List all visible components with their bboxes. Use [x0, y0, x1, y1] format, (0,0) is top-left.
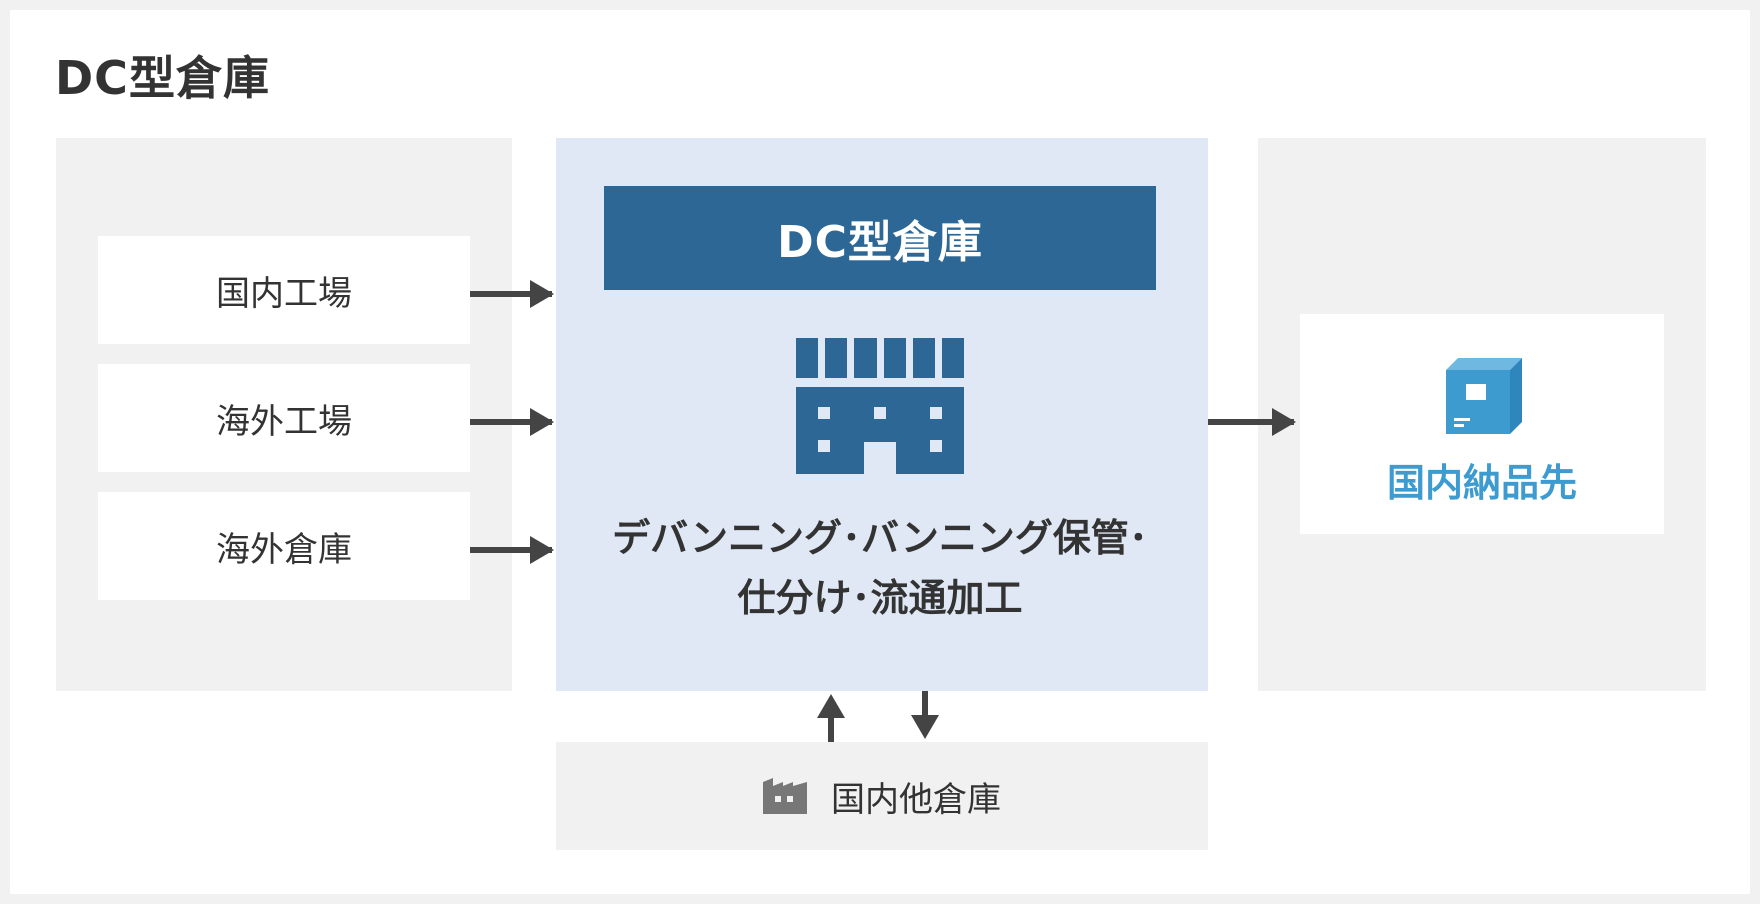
dc-warehouse-header: DC型倉庫 [604, 186, 1156, 290]
source-overseas-warehouse: 海外倉庫 [98, 492, 470, 600]
warehouse-icon [796, 338, 964, 474]
page-title: DC型倉庫 [55, 51, 270, 105]
description-line: デバンニング･バンニング保管･ [612, 516, 1148, 560]
destination-box: 国内納品先 [1300, 314, 1664, 534]
arrow-right-icon [470, 280, 554, 308]
other-warehouse-panel: 国内他倉庫 [556, 742, 1208, 850]
destination-label: 国内納品先 [1386, 461, 1577, 505]
arrow-right-icon [470, 408, 554, 436]
factory-icon [763, 778, 807, 814]
source-overseas-factory: 海外工場 [98, 364, 470, 472]
source-domestic-factory: 国内工場 [98, 236, 470, 344]
package-box-icon [1446, 358, 1522, 434]
arrow-down-icon [911, 691, 939, 739]
dc-warehouse-description: デバンニング･バンニング保管･ 仕分け･流通加工 [590, 508, 1170, 628]
arrow-right-icon [1208, 408, 1296, 436]
other-warehouse-label: 国内他倉庫 [831, 779, 1001, 820]
arrow-up-icon [817, 694, 845, 742]
arrow-right-icon [470, 536, 554, 564]
description-line: 仕分け･流通加工 [737, 576, 1023, 620]
